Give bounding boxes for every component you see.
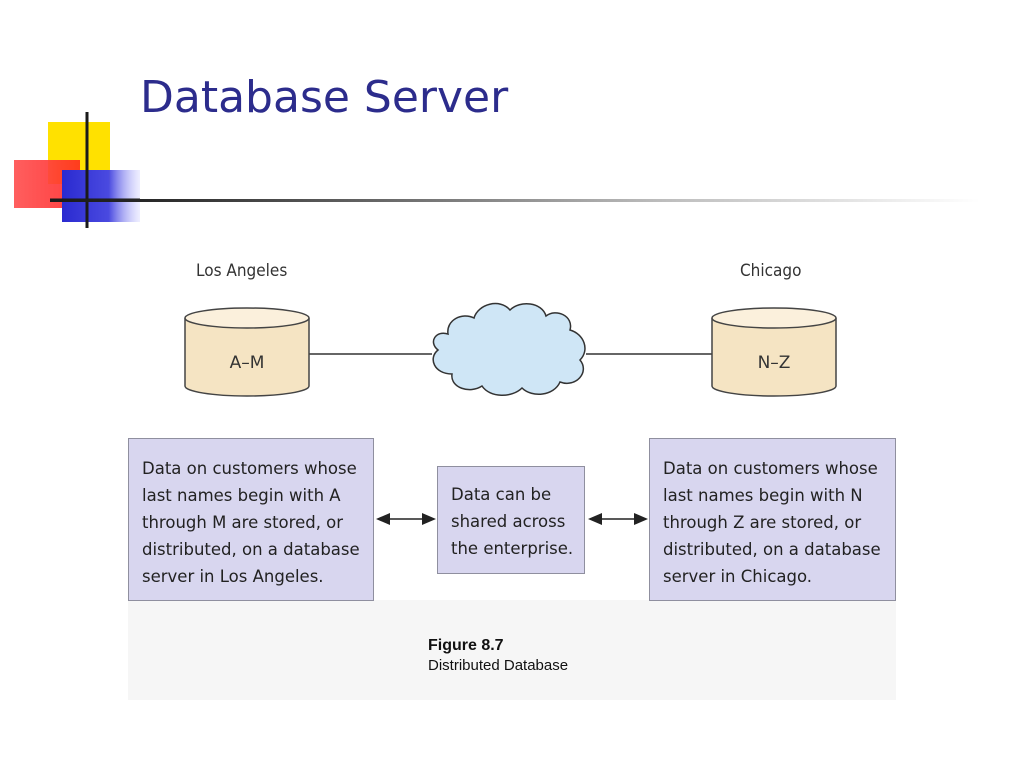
double-arrow-right	[588, 513, 648, 525]
cylinder-label-n-z: N–Z	[758, 353, 791, 373]
slide-title: Database Server	[140, 72, 509, 123]
cylinder-label-a-m: A–M	[230, 353, 265, 373]
los-angeles-description-box: Data on customers whose last names begin…	[128, 438, 374, 601]
double-arrow-left	[376, 513, 436, 525]
box-line: distributed, on a database	[663, 540, 881, 559]
chicago-description-box: Data on customers whose last names begin…	[649, 438, 896, 601]
box-line: last names begin with A	[142, 486, 341, 505]
figure-number: Figure 8.7	[428, 637, 504, 654]
box-line: last names begin with N	[663, 486, 863, 505]
city-label-los-angeles: Los Angeles	[196, 261, 288, 281]
shared-data-description-box: Data can be shared across the enterprise…	[437, 466, 585, 574]
figure-caption-text: Distributed Database	[428, 657, 569, 674]
box-line: Data on customers whose	[663, 459, 878, 478]
logo-blue-square	[62, 170, 140, 222]
box-line: server in Chicago.	[663, 567, 813, 586]
figure-background	[128, 600, 896, 700]
database-cylinder-los-angeles: A–M	[184, 307, 310, 397]
box-line: the enterprise.	[451, 539, 574, 558]
box-line: through M are stored, or	[142, 513, 344, 532]
box-line: server in Los Angeles.	[142, 567, 324, 586]
database-cylinder-chicago: N–Z	[711, 307, 837, 397]
box-line: shared across	[451, 512, 566, 531]
title-underline	[50, 199, 980, 202]
figure-caption: Figure 8.7 Distributed Database	[428, 636, 568, 676]
box-line: Data on customers whose	[142, 459, 357, 478]
box-line: through Z are stored, or	[663, 513, 862, 532]
city-label-chicago: Chicago	[740, 261, 802, 281]
box-line: distributed, on a database	[142, 540, 360, 559]
network-cloud-icon	[432, 302, 586, 396]
box-line: Data can be	[451, 485, 552, 504]
